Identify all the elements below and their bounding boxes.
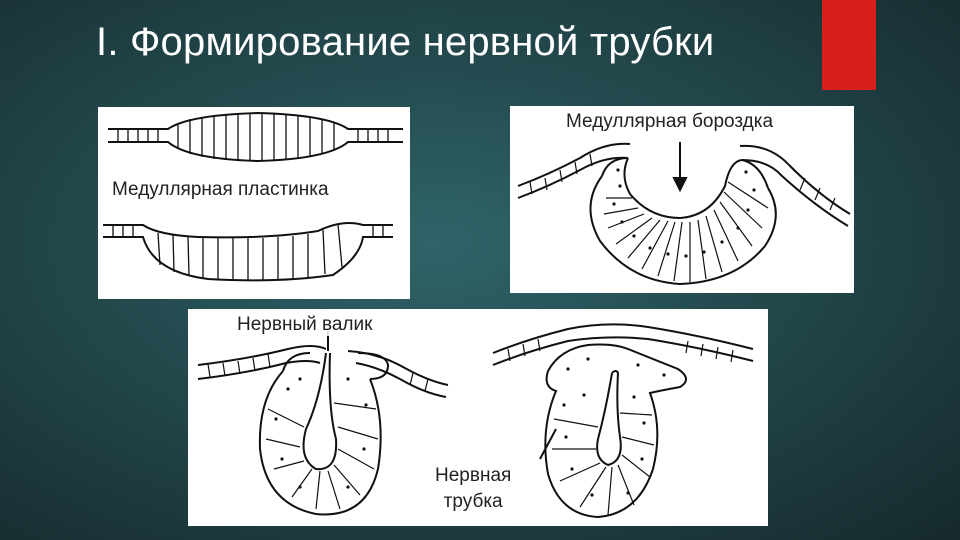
label-medullary-plate: Медуллярная пластинка <box>112 179 329 201</box>
panel-medullary-plate: Медуллярная пластинка <box>98 107 410 299</box>
label-neural-tube: Нервная трубка <box>435 463 511 514</box>
red-accent-bar <box>822 0 876 90</box>
neural-tube-illustration <box>197 323 754 519</box>
label-neural-tube-line1: Нервная <box>435 465 512 486</box>
label-neural-tube-line2: трубка <box>443 490 503 512</box>
groove-illustration <box>517 142 851 286</box>
panel-neural-fold-tube: Нервный валик Нервная трубка <box>188 309 768 526</box>
slide-title: I. Формирование нервной трубки <box>96 20 715 64</box>
label-medullary-groove: Медуллярная бороздка <box>566 111 774 133</box>
panel-medullary-groove: Медуллярная бороздка <box>510 106 854 293</box>
label-neural-fold: Нервный валик <box>237 314 373 336</box>
plate-stages-illustration <box>103 111 403 282</box>
